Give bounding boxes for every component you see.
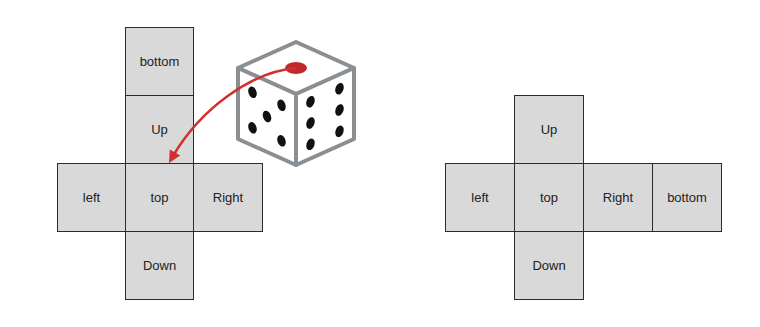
face-label: Up [151, 122, 168, 137]
net-face: Down [125, 231, 194, 300]
net-face: top [514, 163, 584, 232]
net-face: Up [125, 95, 194, 164]
face-label: bottom [667, 190, 707, 205]
net-face: bottom [652, 163, 722, 232]
face-label: left [83, 190, 100, 205]
net-face: top [125, 163, 194, 232]
face-label: top [540, 190, 558, 205]
face-label: top [150, 190, 168, 205]
net-face: left [57, 163, 126, 232]
net-face: left [445, 163, 515, 232]
face-label: Down [143, 258, 176, 273]
face-label: bottom [140, 54, 180, 69]
net-face: bottom [125, 27, 194, 96]
face-label: left [471, 190, 488, 205]
net-face: Right [193, 163, 263, 232]
face-label: Up [541, 122, 558, 137]
face-label: Down [532, 258, 565, 273]
face-label: Right [213, 190, 243, 205]
net-face: Right [583, 163, 653, 232]
net-face: Up [514, 95, 584, 164]
face-label: Right [603, 190, 633, 205]
net-face: Down [514, 231, 584, 300]
